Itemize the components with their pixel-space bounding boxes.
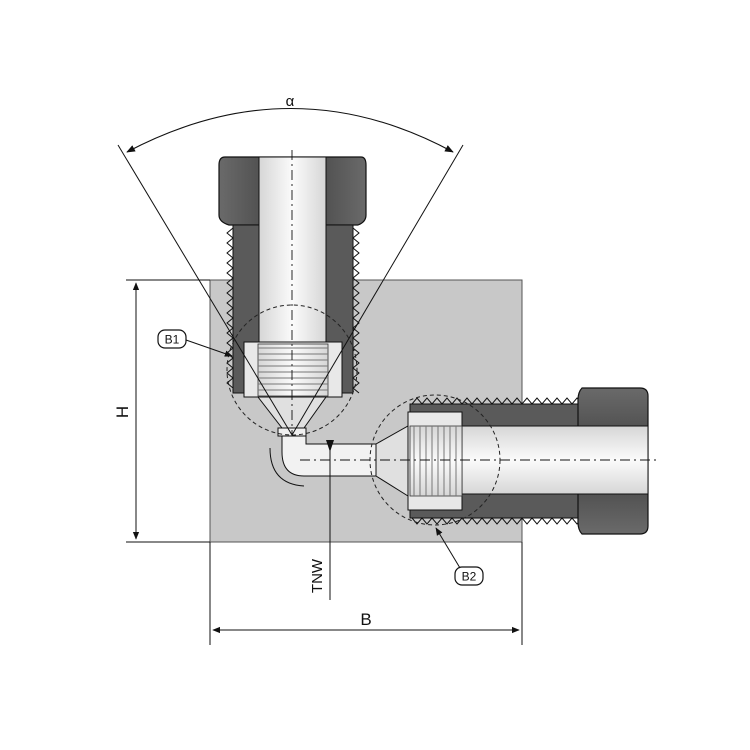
horizontal-thread-top — [411, 397, 583, 405]
detail-circle-b2 — [369, 394, 501, 526]
horizontal-fitting — [300, 387, 660, 535]
callout-b1-label: B1 — [165, 333, 180, 347]
height-label: H — [113, 406, 132, 418]
detail-circle-b1 — [226, 304, 358, 436]
height-dimension: H — [113, 279, 210, 543]
callout-b2: B2 — [435, 527, 484, 586]
tnw-label: TNW — [309, 558, 326, 593]
width-label: B — [360, 610, 371, 629]
horizontal-taper — [375, 425, 409, 497]
angle-dimension: α — [117, 93, 464, 436]
horizontal-thread-bottom — [411, 517, 583, 525]
angle-label: α — [286, 93, 295, 110]
angle-arc — [126, 108, 454, 153]
width-dimension: B — [209, 542, 523, 645]
callout-b2-label: B2 — [462, 570, 477, 584]
elbow-channel — [281, 435, 377, 477]
vertical-thread-left — [226, 227, 234, 389]
vertical-bore — [258, 156, 327, 343]
callout-b1: B1 — [157, 329, 233, 357]
vertical-thread-right — [352, 227, 360, 394]
tnw-dimension: TNW — [309, 440, 334, 600]
